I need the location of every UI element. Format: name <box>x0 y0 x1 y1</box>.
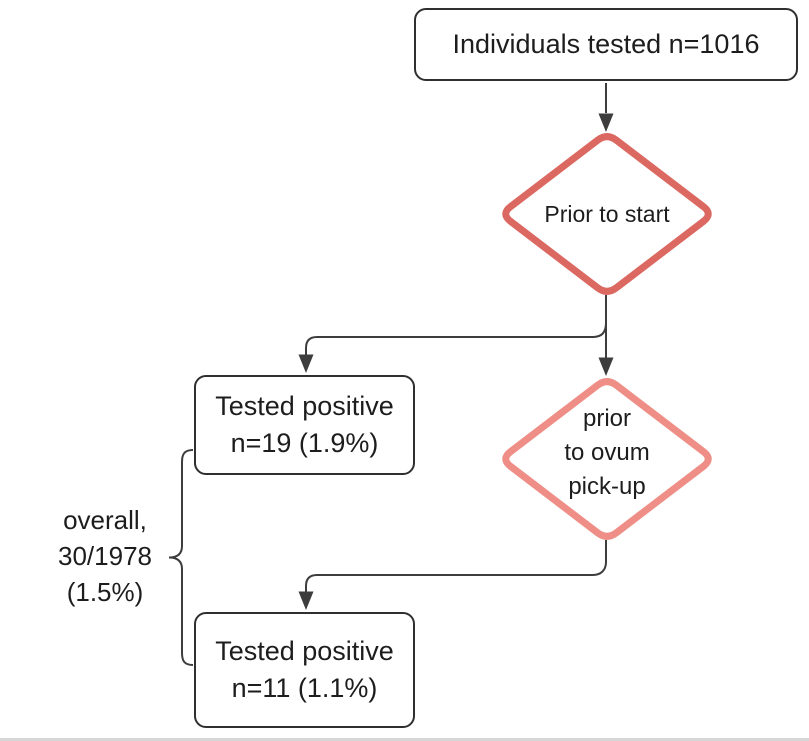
curly-brace <box>168 449 194 666</box>
arrowhead-into-positive2 <box>298 591 314 610</box>
diamond-prior-to-ovum-pickup <box>502 378 712 540</box>
node-tested-positive-2: Tested positive n=11 (1.1%) <box>194 612 415 728</box>
diamond-label-prior-to-start: Prior to start <box>544 201 670 227</box>
overall-note: overall, 30/1978 (1.5%) <box>58 505 152 607</box>
connector-decision1-to-positive1 <box>305 322 607 355</box>
arrowhead-into-decision2 <box>598 357 614 376</box>
arrowhead-into-decision1 <box>598 113 614 132</box>
diamond-label-prior-to-ovum-pickup: prior to ovum pick-up <box>564 405 650 500</box>
arrowhead-into-positive1 <box>298 354 314 373</box>
bottom-edge-shadow <box>0 738 809 741</box>
diamond-prior-to-start <box>502 133 712 295</box>
connector-decision2-to-positive2 <box>305 540 607 592</box>
node-tested-positive-1: Tested positive n=19 (1.9%) <box>194 375 415 475</box>
node-individuals-tested: Individuals tested n=1016 <box>414 8 798 81</box>
